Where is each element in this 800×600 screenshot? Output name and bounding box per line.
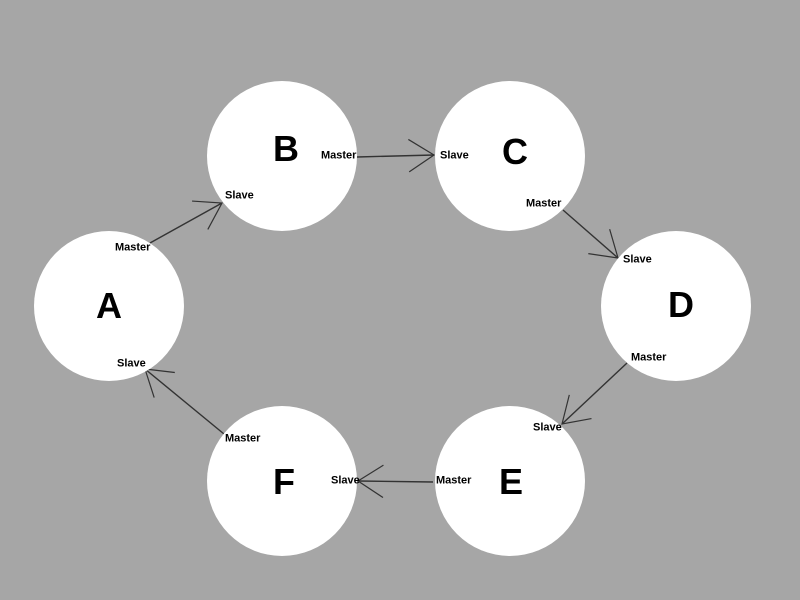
arrowhead-icon	[408, 138, 436, 173]
node-b	[207, 81, 357, 231]
node-c-slave-label: Slave	[440, 149, 469, 162]
arrow-line	[561, 362, 628, 425]
arrow-line	[357, 480, 434, 483]
node-d-slave-label: Slave	[623, 253, 652, 266]
node-d-label: D	[668, 284, 694, 325]
node-e-master-label: Master	[436, 474, 472, 487]
edge-e-f	[356, 464, 434, 499]
node-b-master-label: Master	[321, 149, 357, 162]
node-f-slave-label: Slave	[331, 474, 360, 487]
node-d	[601, 231, 751, 381]
edge-a-b	[149, 200, 223, 244]
node-a-slave-label: Slave	[117, 357, 146, 370]
node-e-label: E	[498, 461, 524, 502]
arrow-line	[144, 368, 225, 435]
edge-f-a	[144, 368, 225, 435]
node-d-master-label: Master	[631, 351, 667, 364]
edge-d-e	[561, 362, 628, 425]
node-c-label: C	[502, 131, 528, 172]
node-c	[435, 81, 585, 231]
node-a-label: A	[96, 285, 122, 326]
node-e	[435, 406, 585, 556]
arrowhead-icon	[356, 464, 384, 499]
node-c-master-label: Master	[526, 197, 562, 210]
node-f-label: F	[273, 461, 295, 502]
node-a	[34, 231, 184, 381]
arrow-line	[149, 202, 223, 244]
edge-b-c	[356, 138, 436, 173]
node-e-slave-label: Slave	[533, 421, 562, 434]
node-a-master-label: Master	[115, 241, 151, 254]
edge-c-d	[562, 209, 619, 259]
arrow-line	[562, 209, 619, 259]
arrow-line	[356, 154, 435, 158]
node-f-master-label: Master	[225, 432, 261, 445]
arrowhead-icon	[561, 394, 592, 425]
arrowhead-icon	[192, 200, 223, 230]
node-b-label: B	[273, 128, 299, 169]
node-f	[207, 406, 357, 556]
node-b-slave-label: Slave	[225, 189, 254, 202]
